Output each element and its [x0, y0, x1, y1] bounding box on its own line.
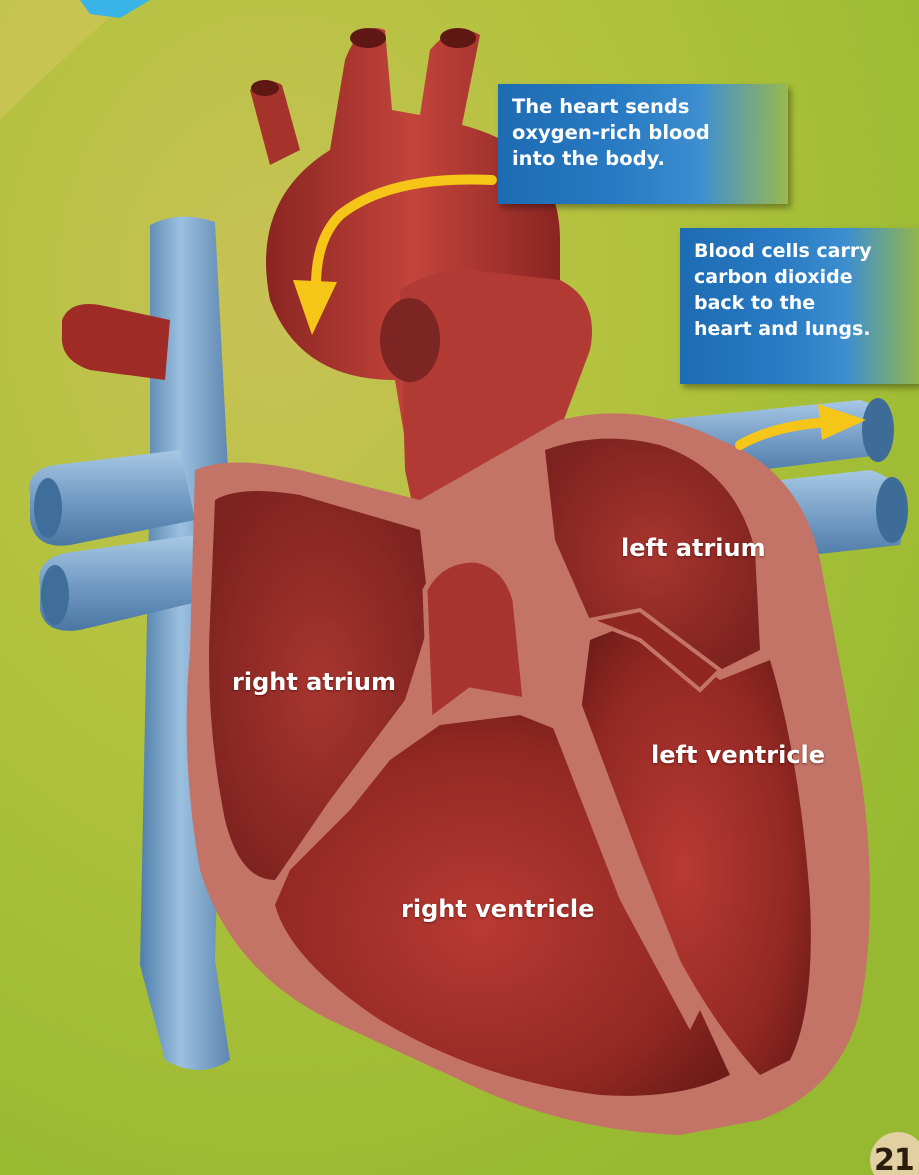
vessel-opening-left-upper: [34, 478, 62, 538]
vessel-opening-left-lower: [41, 565, 69, 625]
right-atrium-label: right atrium: [232, 668, 396, 696]
aorta-branch-opening-3: [251, 80, 279, 96]
carbon-dioxide-callout: Blood cells carry carbon dioxide back to…: [680, 228, 919, 384]
arch-inner-shadow: [380, 298, 440, 382]
callout-line: oxygen-rich blood: [512, 120, 774, 146]
left-ventricle-label: left ventricle: [651, 741, 825, 769]
left-atrium-label: left atrium: [621, 534, 766, 562]
right-ventricle-label: right ventricle: [401, 895, 594, 923]
callout-line: into the body.: [512, 146, 774, 172]
callout-line: The heart sends: [512, 94, 774, 120]
callout-line: Blood cells carry: [694, 238, 905, 264]
callout-line: back to the: [694, 290, 905, 316]
aorta-branch-opening-2: [440, 28, 476, 48]
page-number: 21: [874, 1143, 914, 1175]
callout-line: carbon dioxide: [694, 264, 905, 290]
oxygen-rich-callout: The heart sends oxygen-rich blood into t…: [498, 84, 788, 204]
aorta-branch-opening-1: [350, 28, 386, 48]
vessel-opening-right-lower: [876, 477, 908, 543]
callout-line: heart and lungs.: [694, 316, 905, 342]
vessel-opening-right-upper: [862, 398, 894, 462]
